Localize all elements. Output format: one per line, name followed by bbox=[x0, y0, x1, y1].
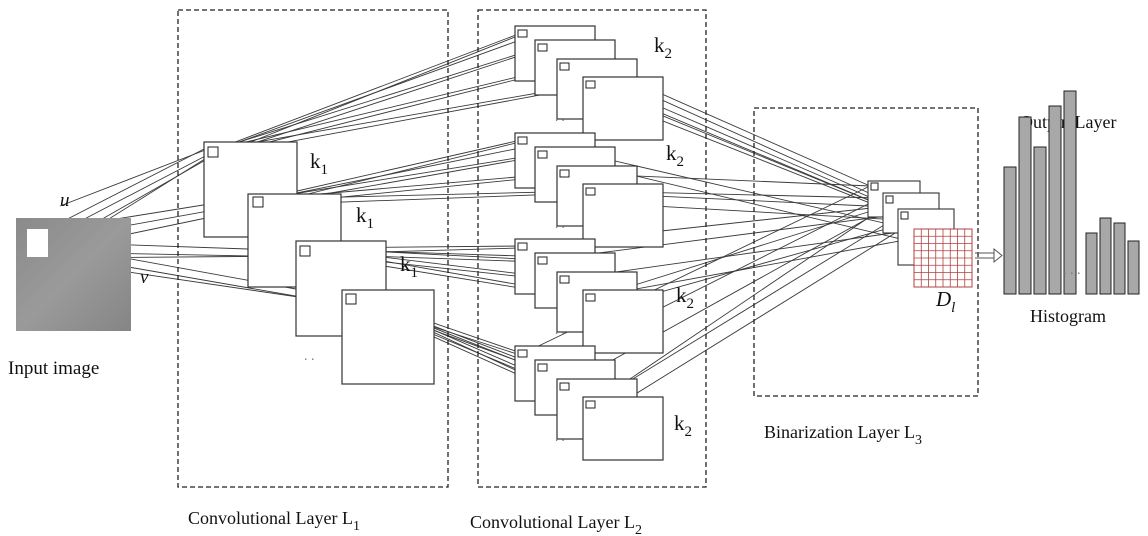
ellipsis: . . . bbox=[1063, 263, 1081, 278]
k1-label: k1 bbox=[356, 203, 374, 232]
connection-line bbox=[217, 67, 563, 156]
k2-label: k2 bbox=[676, 283, 694, 312]
kernel-patch bbox=[207, 146, 219, 158]
k1-label: k1 bbox=[310, 149, 328, 178]
histogram-bar bbox=[1033, 146, 1047, 295]
connection-line bbox=[216, 32, 522, 150]
histogram-bar bbox=[1048, 105, 1062, 295]
kernel-patch bbox=[559, 62, 570, 71]
ellipsis: . . bbox=[555, 429, 565, 444]
histogram-bar bbox=[1113, 222, 1126, 295]
connection-line bbox=[261, 153, 542, 200]
kernel-patch bbox=[885, 195, 894, 204]
connection-line bbox=[591, 239, 906, 298]
kernel-patch bbox=[537, 150, 548, 159]
kernel-patch bbox=[585, 187, 596, 196]
input-image bbox=[16, 218, 131, 331]
connection-line bbox=[216, 65, 564, 150]
ellipsis: . . bbox=[555, 216, 565, 231]
histogram-bar bbox=[1127, 240, 1140, 295]
kernel-patch bbox=[900, 211, 909, 220]
connection-line bbox=[591, 213, 903, 405]
conv-layer-2-label: Convolutional Layer L2 bbox=[470, 512, 642, 536]
kernel-patch bbox=[252, 196, 264, 208]
connection-line bbox=[216, 46, 542, 150]
kernel-patch bbox=[585, 400, 596, 409]
connection-line bbox=[217, 48, 541, 156]
feature-map bbox=[582, 76, 664, 141]
binarization-layer-label: Binarization Layer L3 bbox=[764, 422, 922, 448]
kernel-patch bbox=[517, 136, 528, 145]
feature-map bbox=[582, 183, 664, 248]
v-label: v bbox=[140, 267, 149, 288]
kernel-patch bbox=[299, 245, 311, 257]
k2-label: k2 bbox=[654, 33, 672, 62]
k1-label: k1 bbox=[400, 252, 418, 281]
connection-line bbox=[216, 83, 590, 150]
conv-layer-2-feature-maps: . . . . . . . . bbox=[514, 25, 664, 461]
conv-layer-1-feature-maps: . . bbox=[203, 141, 435, 385]
connection-line bbox=[589, 217, 869, 407]
conv-layer-2-box bbox=[477, 9, 707, 488]
kernel-patch bbox=[537, 256, 548, 265]
kernel-patch bbox=[585, 80, 596, 89]
kernel-patch bbox=[345, 293, 357, 305]
kernel-patch bbox=[537, 363, 548, 372]
ellipsis: . . bbox=[555, 322, 565, 337]
binary-code-grid bbox=[913, 228, 973, 288]
conv-layer-1-box bbox=[177, 9, 449, 488]
input-patch bbox=[27, 229, 48, 257]
binarization-layer-box bbox=[753, 107, 979, 397]
k2-label: k2 bbox=[674, 411, 692, 440]
kernel-patch bbox=[517, 29, 528, 38]
conv-layer-1-label: Convolutional Layer L1 bbox=[188, 508, 360, 534]
histogram-bar bbox=[1003, 166, 1017, 295]
histogram-bar bbox=[1099, 217, 1112, 295]
feature-map bbox=[582, 396, 664, 461]
histogram-bar bbox=[1063, 90, 1077, 295]
histogram-label: Histogram bbox=[1030, 306, 1106, 326]
kernel-patch bbox=[517, 242, 528, 251]
connection-line bbox=[565, 229, 915, 280]
histogram-bar bbox=[1018, 116, 1032, 295]
d-label: Dl bbox=[935, 287, 955, 316]
u-label: u bbox=[60, 190, 70, 211]
output-arrow bbox=[975, 247, 1003, 264]
feature-map-group: . . bbox=[514, 132, 664, 248]
kernel-patch bbox=[537, 43, 548, 52]
histogram bbox=[1003, 90, 1140, 295]
connection-line bbox=[216, 39, 521, 151]
kernel-patch bbox=[559, 169, 570, 178]
ellipsis: . . bbox=[555, 109, 565, 124]
connection-line bbox=[261, 139, 522, 200]
ellipsis: . . bbox=[304, 349, 315, 364]
k2-label: k2 bbox=[666, 141, 684, 170]
connection-line bbox=[59, 146, 214, 207]
kernel-patch bbox=[870, 182, 879, 191]
feature-map-group: . . bbox=[514, 25, 664, 141]
feature-map bbox=[295, 240, 387, 337]
kernel-patch bbox=[585, 293, 596, 302]
feature-map-group: . . bbox=[514, 238, 664, 354]
connection-line bbox=[565, 205, 891, 387]
connection-line bbox=[543, 213, 903, 261]
kernel-patch bbox=[517, 349, 528, 358]
histogram-bar bbox=[1085, 232, 1098, 295]
feature-map bbox=[341, 289, 435, 385]
connection-line bbox=[261, 147, 521, 201]
feature-map bbox=[582, 289, 664, 354]
feature-map-group: . . bbox=[514, 345, 664, 461]
connection-line bbox=[599, 229, 901, 417]
kernel-patch bbox=[559, 275, 570, 284]
input-image-label: Input image bbox=[8, 358, 99, 379]
connection-line bbox=[47, 146, 209, 230]
kernel-patch bbox=[559, 382, 570, 391]
